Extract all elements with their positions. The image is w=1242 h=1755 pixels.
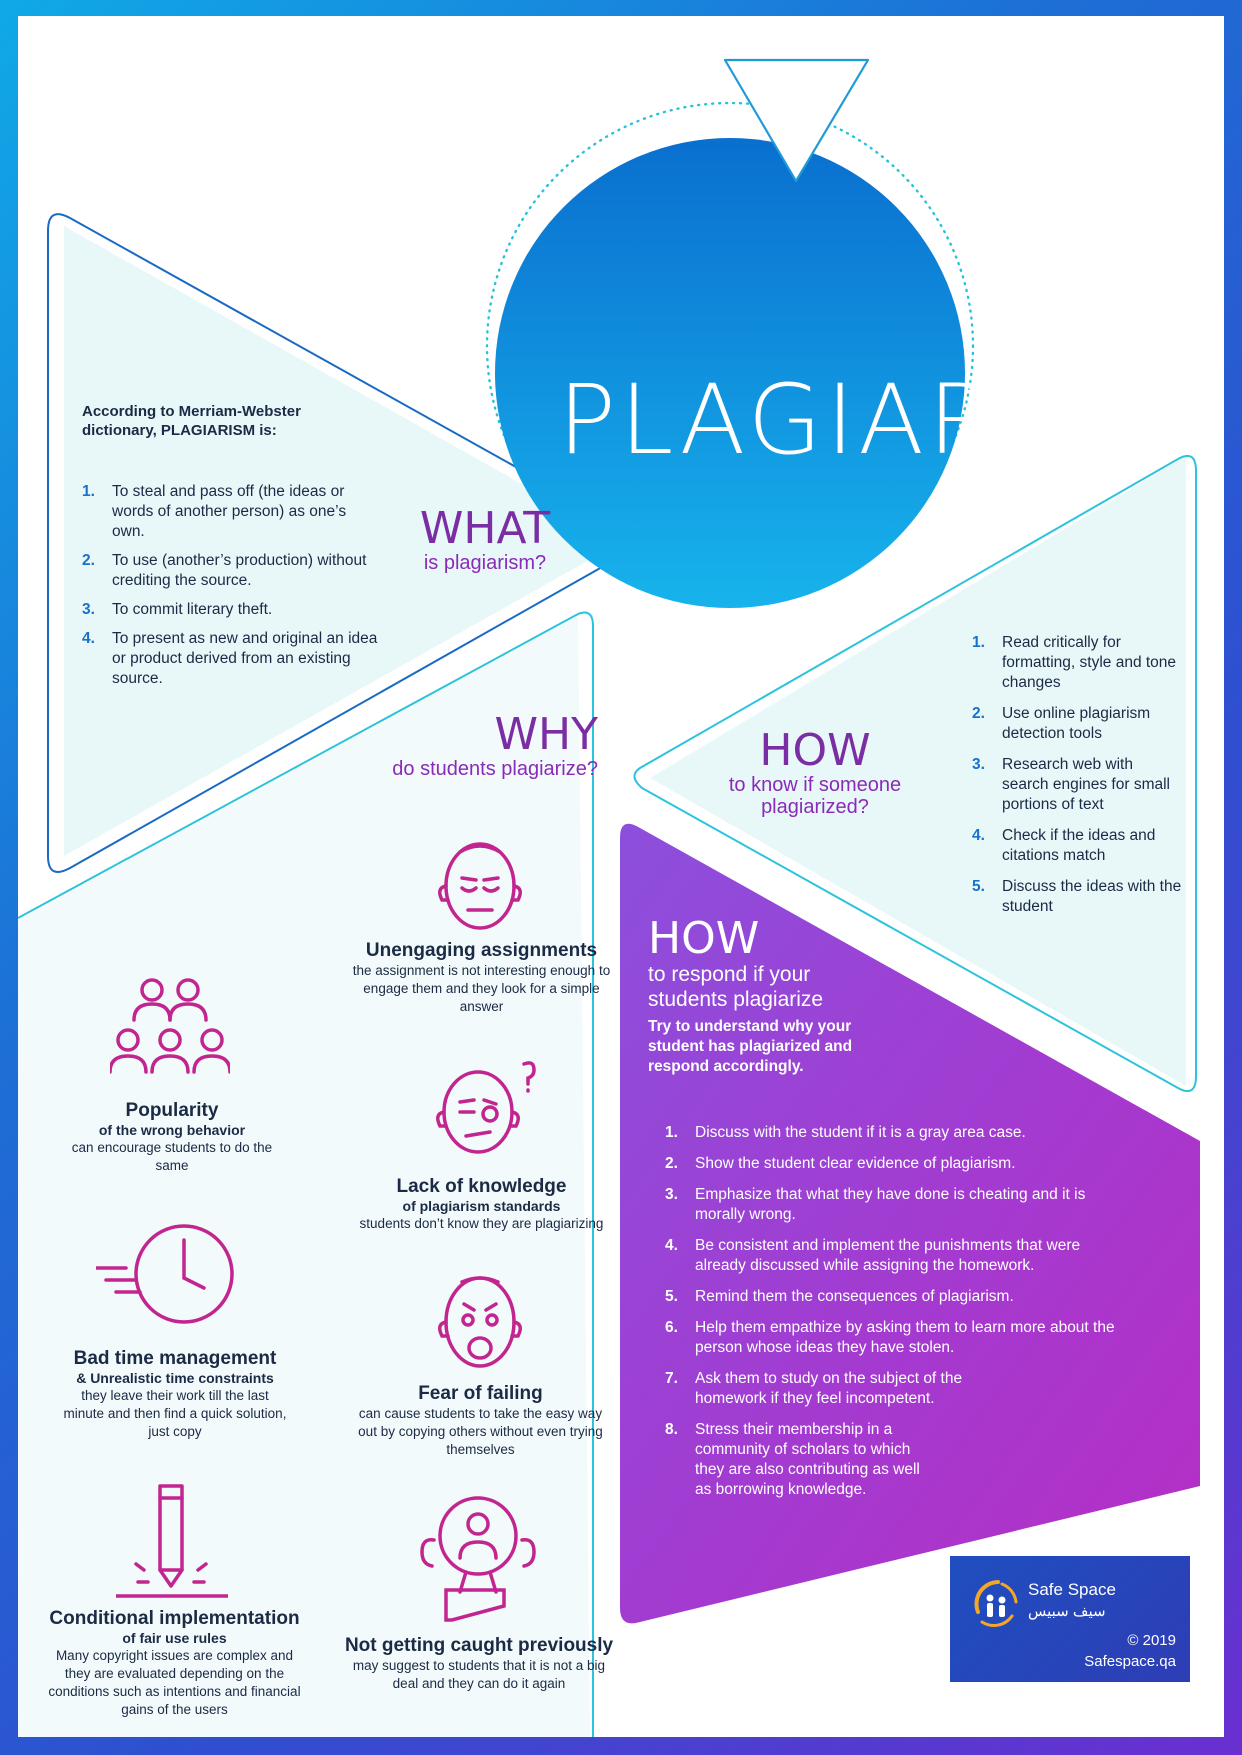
reason-fair-use: Conditional implementation of fair use r… [48, 1608, 301, 1717]
why-heading: WHY [494, 709, 598, 760]
website-link[interactable]: Safespace.qa [1084, 1653, 1176, 1670]
safe-space-logo-icon [974, 1580, 1018, 1627]
list-item: 2.Show the student clear evidence of pla… [665, 1155, 1016, 1172]
list-item: 6.Help them empathize by asking them to … [665, 1319, 1115, 1356]
reason-popularity: Popularity of the wrong behavior can enc… [71, 1100, 273, 1173]
what-heading-block: WHAT is plagiarism? [410, 503, 560, 575]
list-item: 1.Read critically for formatting, style … [972, 634, 1177, 691]
respond-list: 1.Discuss with the student if it is a gr… [665, 1123, 1195, 1511]
what-definition-list: 1.To steal and pass off (the ideas or wo… [82, 482, 382, 698]
what-subheading: is plagiarism? [423, 552, 547, 574]
list-item: 4.To present as new and original an idea… [82, 630, 378, 687]
bored-face-icon [438, 842, 522, 930]
why-subheading: do students plagiarize? [392, 758, 598, 780]
reason-time-management: Bad time management & Unrealistic time c… [63, 1348, 287, 1439]
page-title: PLAGIARISM [558, 364, 1183, 476]
infographic-page: PLAGIARISM WHAT is plagiarism? According… [18, 16, 1224, 1737]
know-heading: HOW [759, 725, 871, 776]
reason-unengaging: Unengaging assignments the assignment is… [352, 940, 611, 1014]
list-item: 5.Remind them the consequences of plagia… [665, 1288, 1014, 1305]
magnifier-person-icon [420, 1496, 536, 1622]
know-heading-block: HOW to know if someone plagiarized? [700, 725, 930, 819]
brand-name: Safe Space [1028, 1580, 1116, 1599]
list-item: 2.Use online plagiarism detection tools [972, 705, 1151, 742]
know-subheading: to know if someone plagiarized? [728, 774, 902, 818]
list-item: 4.Be consistent and implement the punish… [665, 1237, 1081, 1274]
respond-intro: Try to understand why your student has p… [648, 1018, 853, 1075]
crowd-icon [110, 978, 230, 1074]
copyright: © 2019 [1127, 1632, 1176, 1649]
respond-heading: HOW [648, 913, 760, 964]
list-item: 3.Emphasize that what they have done is … [665, 1186, 1086, 1223]
reason-knowledge: Lack of knowledge of plagiarism standard… [359, 1176, 604, 1231]
list-item: 5.Discuss the ideas with the student [972, 878, 1182, 915]
background-shapes [18, 58, 1200, 1737]
list-item: 1.To steal and pass off (the ideas or wo… [82, 483, 347, 540]
list-item: 3.To commit literary theft. [82, 601, 273, 618]
safe-space-logo-box: Safe Space سيف سبيس © 2019 Safespace.qa [950, 1556, 1190, 1682]
pencil-icon [116, 1484, 228, 1598]
brand-name-arabic: سيف سبيس [1028, 1603, 1106, 1620]
respond-subheading: to respond if your students plagiarize [648, 963, 824, 1011]
what-heading: WHAT [419, 503, 551, 554]
scared-face-icon [438, 1276, 522, 1368]
know-list: 1.Read critically for formatting, style … [972, 633, 1182, 928]
why-heading-block: WHY do students plagiarize? [348, 709, 598, 781]
respond-heading-block: HOW to respond if your students plagiari… [648, 916, 868, 1012]
list-item: 3.Research web with search engines for s… [972, 756, 1170, 813]
reason-not-caught: Not getting caught previously may sugges… [344, 1635, 614, 1691]
list-item: 2.To use (another’s production) without … [82, 552, 367, 589]
reason-fear-of-failing: Fear of failing can cause students to ta… [358, 1383, 603, 1457]
list-item: 7.Ask them to study on the subject of th… [665, 1370, 963, 1407]
what-intro: According to Merriam-Webster dictionary,… [82, 403, 301, 439]
list-item: 8.Stress their membership in a community… [665, 1421, 920, 1498]
confused-face-icon [436, 1061, 536, 1154]
clock-icon [96, 1224, 234, 1324]
list-item: 1.Discuss with the student if it is a gr… [665, 1124, 1026, 1141]
list-item: 4.Check if the ideas and citations match [972, 827, 1156, 864]
